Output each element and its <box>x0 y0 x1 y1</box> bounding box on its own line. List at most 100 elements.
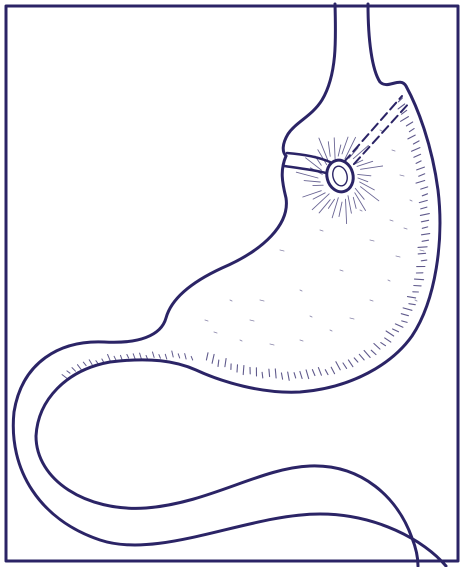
hatch-stroke <box>325 370 328 375</box>
pucker-stroke <box>296 172 318 178</box>
hatch-stroke <box>127 355 129 359</box>
hatch-stroke <box>62 375 66 378</box>
pucker-stroke <box>361 166 383 169</box>
hatch-stroke <box>133 354 135 359</box>
hatch-stroke <box>422 234 430 235</box>
stipple-dot <box>420 250 424 251</box>
hatch-stroke <box>414 154 421 157</box>
hatch-stroke <box>415 279 424 280</box>
stipple-dot <box>320 230 323 231</box>
greater-curvature-hatching <box>206 98 429 380</box>
stipple-dot <box>205 320 208 321</box>
hatch-stroke <box>422 194 427 196</box>
pucker-stroke <box>346 199 347 223</box>
pucker-stroke <box>312 194 329 210</box>
hatch-stroke <box>288 372 290 380</box>
hatch-stroke <box>294 373 296 378</box>
pucker-stroke <box>353 197 356 208</box>
hatch-stroke <box>275 369 276 378</box>
hatch-stroke <box>185 354 186 359</box>
stipple-dot <box>250 320 254 321</box>
hatch-stroke <box>418 253 425 254</box>
hatch-stroke <box>418 247 427 248</box>
stipple-dot <box>370 300 373 301</box>
hatch-stroke <box>172 351 173 357</box>
stipple-dot <box>230 300 232 301</box>
stipple-dot <box>404 228 407 229</box>
hatch-stroke <box>417 167 425 170</box>
stipple-dot <box>240 340 242 341</box>
hatch-stroke <box>262 372 263 378</box>
hatch-stroke <box>218 360 219 366</box>
hatch-stroke <box>371 350 376 354</box>
hatch-stroke <box>402 321 407 323</box>
hatch-stroke <box>385 338 391 342</box>
pucker-stroke <box>355 188 364 199</box>
pucker-stroke <box>339 202 342 216</box>
stipple-dot <box>396 256 400 257</box>
hatch-stroke <box>386 331 394 336</box>
pucker-stroke <box>328 142 330 157</box>
stipple-dot <box>280 250 284 251</box>
hatch-stroke <box>354 358 358 362</box>
pucker-stroke <box>319 138 328 160</box>
hatch-stroke <box>108 355 110 361</box>
lesser-curvature <box>13 156 446 566</box>
hatch-stroke <box>412 148 420 152</box>
pucker-stroke <box>348 196 351 214</box>
hatch-stroke <box>331 367 334 374</box>
surface-stipple <box>205 130 424 345</box>
hatch-stroke <box>300 372 302 379</box>
hatch-stroke <box>83 362 86 366</box>
hatch-stroke <box>403 308 412 310</box>
staple-line-inner <box>354 102 410 164</box>
stoma-ring <box>323 157 356 195</box>
pucker-stroke <box>349 148 358 159</box>
hatch-stroke <box>416 181 425 184</box>
stipple-dot <box>388 280 390 281</box>
pucker-stroke <box>334 138 335 159</box>
stoma-inner <box>331 165 350 188</box>
hatch-stroke <box>406 122 412 126</box>
pucker-stroke <box>342 137 348 154</box>
hatch-stroke <box>408 135 415 139</box>
stipple-dot <box>400 175 404 176</box>
hatch-stroke <box>78 365 82 370</box>
pucker-stroke <box>306 158 322 170</box>
hatch-stroke <box>67 371 70 373</box>
stipple-dot <box>350 318 354 319</box>
stipple-dot <box>300 340 303 341</box>
hatch-stroke <box>140 353 142 359</box>
greater-curvature <box>36 4 440 566</box>
hatch-stroke <box>191 356 193 360</box>
stipple-dot <box>370 240 374 241</box>
hatch-stroke <box>343 363 347 368</box>
hatch-stroke <box>419 174 425 176</box>
hatch-stroke <box>422 227 427 228</box>
hatch-stroke <box>114 356 116 360</box>
hatch-stroke <box>243 366 244 375</box>
hatch-stroke <box>165 354 167 359</box>
hatch-stroke <box>409 304 415 305</box>
stoma-pucker-lines <box>296 137 382 224</box>
stipple-dot <box>330 330 332 331</box>
anastomosis-tube-upper <box>287 153 330 162</box>
pucker-stroke <box>313 193 325 199</box>
hatch-stroke <box>381 343 386 346</box>
hatch-stroke <box>225 359 226 367</box>
stipple-dot <box>340 270 343 271</box>
hatch-stroke <box>312 370 315 376</box>
stipple-dot <box>214 332 217 333</box>
hatch-stroke <box>420 214 429 216</box>
hatch-stroke <box>401 314 408 316</box>
frame-border <box>6 6 458 561</box>
anastomosis-tube-lower <box>284 166 326 173</box>
hatch-stroke <box>153 352 155 357</box>
hatch-stroke <box>408 297 416 298</box>
hatch-stroke <box>395 324 403 327</box>
staple-line-outer <box>344 96 402 162</box>
hatch-stroke <box>318 368 321 376</box>
hatch-stroke <box>306 370 309 379</box>
